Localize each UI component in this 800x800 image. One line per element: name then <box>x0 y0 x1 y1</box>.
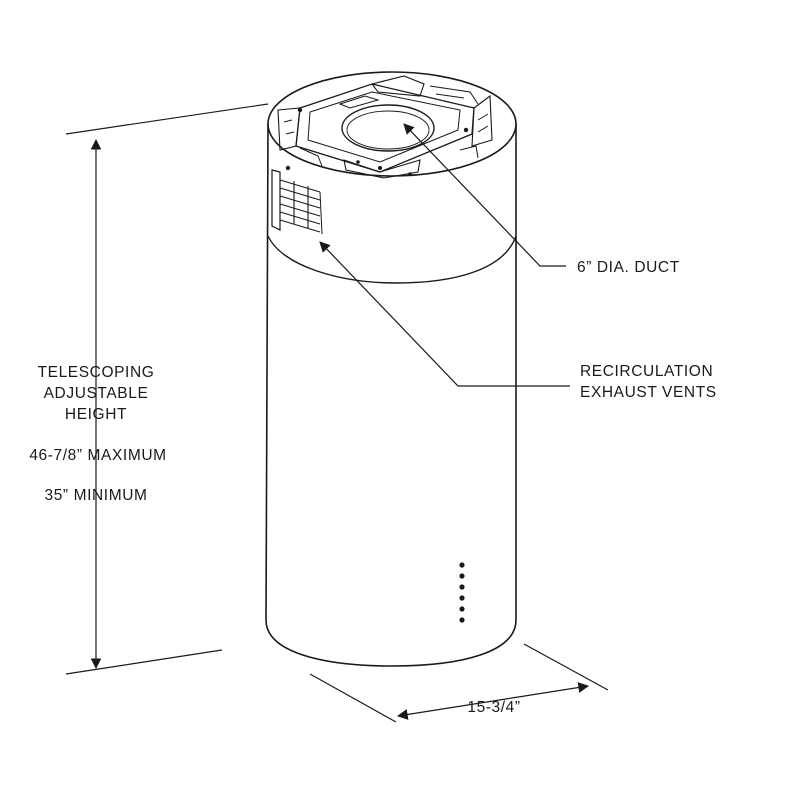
back-bracket <box>371 75 425 97</box>
indicator-dot <box>459 617 465 623</box>
height-ext-top <box>65 103 269 135</box>
hood-body <box>265 71 517 667</box>
duct-opening <box>341 104 435 152</box>
diameter-dimension-arrow <box>396 682 590 720</box>
left-bracket <box>277 107 301 151</box>
vents-leader <box>319 241 570 387</box>
front-bracket <box>343 159 421 179</box>
indicator-dot <box>459 584 465 590</box>
min-height-label: 35” MINIMUM <box>44 487 147 504</box>
indicator-dot <box>459 573 465 579</box>
height-ext-bottom <box>65 649 223 675</box>
top-interior <box>277 75 493 179</box>
hood-bottom-edge <box>265 619 517 667</box>
vents-label-line1: RECIRCULATION <box>580 363 713 380</box>
hood-left-side <box>265 123 269 621</box>
vents-label-line2: EXHAUST VENTS <box>580 384 717 401</box>
diameter-ext-right <box>523 643 609 691</box>
telescoping-seam <box>267 235 517 284</box>
duct-leader <box>403 123 566 267</box>
leader-lines <box>319 123 570 387</box>
hood-top-rim <box>267 71 517 177</box>
indicator-lights <box>459 562 465 623</box>
height-label-line1: TELESCOPING <box>38 364 155 381</box>
duct-label: 6” DIA. DUCT <box>577 259 680 276</box>
diameter-ext-left <box>309 673 397 723</box>
indicator-dot <box>459 595 465 601</box>
max-height-label: 46-7/8” MAXIMUM <box>29 447 166 464</box>
recirculation-vents <box>271 169 323 235</box>
indicator-dot <box>459 562 465 568</box>
height-label-line3: HEIGHT <box>65 406 127 423</box>
right-bracket <box>471 94 493 147</box>
diameter-label: 15-3/4” <box>467 699 520 716</box>
diameter-dimension <box>309 643 609 723</box>
indicator-dot <box>459 606 465 612</box>
mounting-plate <box>295 83 475 173</box>
height-label-line2: ADJUSTABLE <box>44 385 149 402</box>
height-dimension <box>65 103 269 675</box>
